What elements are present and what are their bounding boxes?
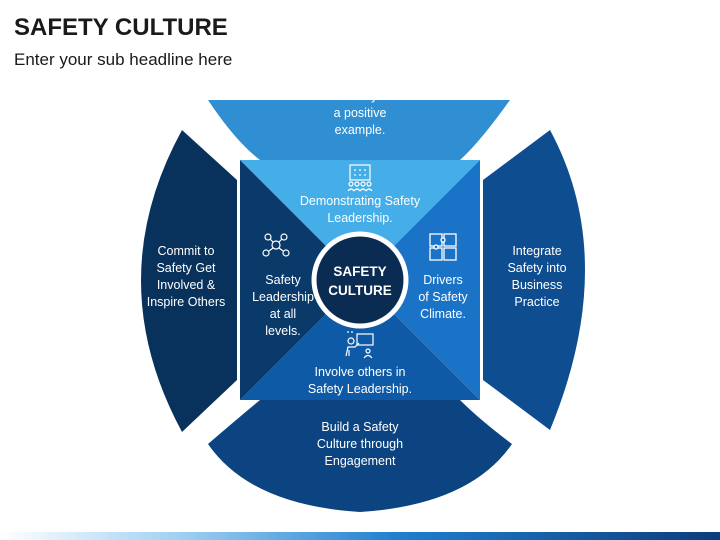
outer-top-text: Good leaders value safety & set a positi… <box>310 72 410 137</box>
page-title: SAFETY CULTURE <box>14 14 228 41</box>
outer-petal-right <box>483 130 585 430</box>
inner-segment-left <box>240 160 360 400</box>
center-circle <box>311 231 409 329</box>
center-text: SAFETY CULTURE <box>328 264 392 298</box>
inner-segment-bottom <box>240 280 480 400</box>
inner-right-text: Drivers of Safety Climate. <box>418 273 468 321</box>
page-subtitle: Enter your sub headline here <box>14 50 233 69</box>
outer-right-text: Integrate Safety into Business Practice <box>507 244 567 309</box>
building-people-icon <box>347 164 373 192</box>
puzzle-icon <box>429 233 457 261</box>
inner-segment-top <box>240 160 480 280</box>
inner-top-text: Demonstrating Safety Leadership. <box>299 194 421 225</box>
inner-segment-right <box>360 160 480 400</box>
presenter-icon <box>345 331 374 359</box>
inner-bottom-text: Involve others in Safety Leadership. <box>307 365 413 396</box>
outer-petal-left <box>141 130 237 432</box>
inner-left-text: Safety Leadership at all levels. <box>252 273 314 338</box>
outer-petal-top <box>208 100 510 160</box>
outer-petal-bottom <box>208 400 512 512</box>
footer-gradient-bar <box>0 532 720 540</box>
outer-bottom-text: Build a Safety Culture through Engagemen… <box>316 420 404 468</box>
outer-left-text: Commit to Safety Get Involved & Inspire … <box>146 244 226 309</box>
network-people-icon <box>262 233 290 257</box>
